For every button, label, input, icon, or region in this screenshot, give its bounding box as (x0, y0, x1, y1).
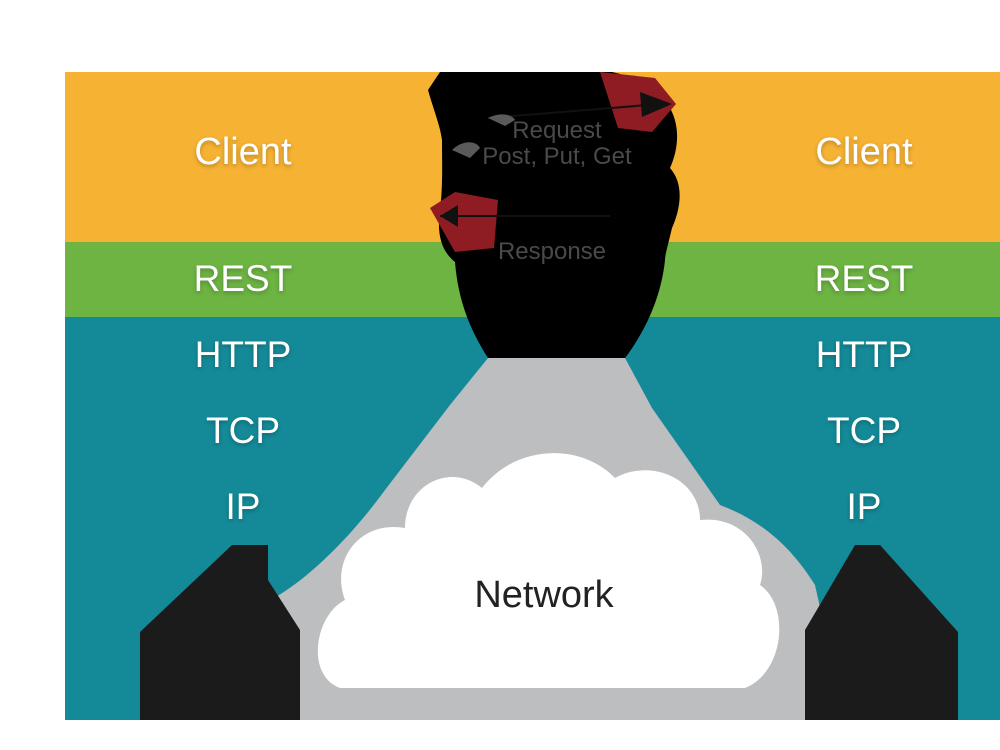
channel-knob-lower (452, 142, 480, 158)
left-http-label: HTTP (194, 334, 292, 375)
request-title: Request (512, 117, 602, 144)
left-ip-label: IP (225, 486, 261, 527)
left-tcp-label: TCP (206, 410, 280, 451)
request-arrow (487, 72, 676, 132)
right-http-label: HTTP (815, 334, 913, 375)
right-client-label: Client (815, 131, 913, 173)
request-label: Request Post, Put, Get (462, 117, 652, 171)
network-cloud (317, 453, 780, 688)
request-methods: Post, Put, Get (482, 143, 632, 171)
left-rest-label: REST (193, 258, 293, 299)
right-host-shape (805, 545, 958, 720)
left-host-shape (140, 545, 300, 720)
right-ip-label: IP (846, 486, 882, 527)
response-arrow (430, 192, 610, 252)
left-client-label: Client (194, 131, 292, 173)
channel-knob-upper (488, 114, 515, 126)
right-rest-label: REST (814, 258, 914, 299)
right-tcp-label: TCP (827, 410, 901, 451)
network-label: Network (474, 574, 614, 616)
response-label: Response (497, 238, 607, 265)
